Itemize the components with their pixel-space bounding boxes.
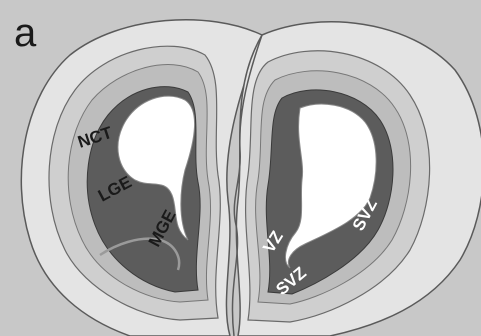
panel-letter: a [14, 11, 37, 55]
